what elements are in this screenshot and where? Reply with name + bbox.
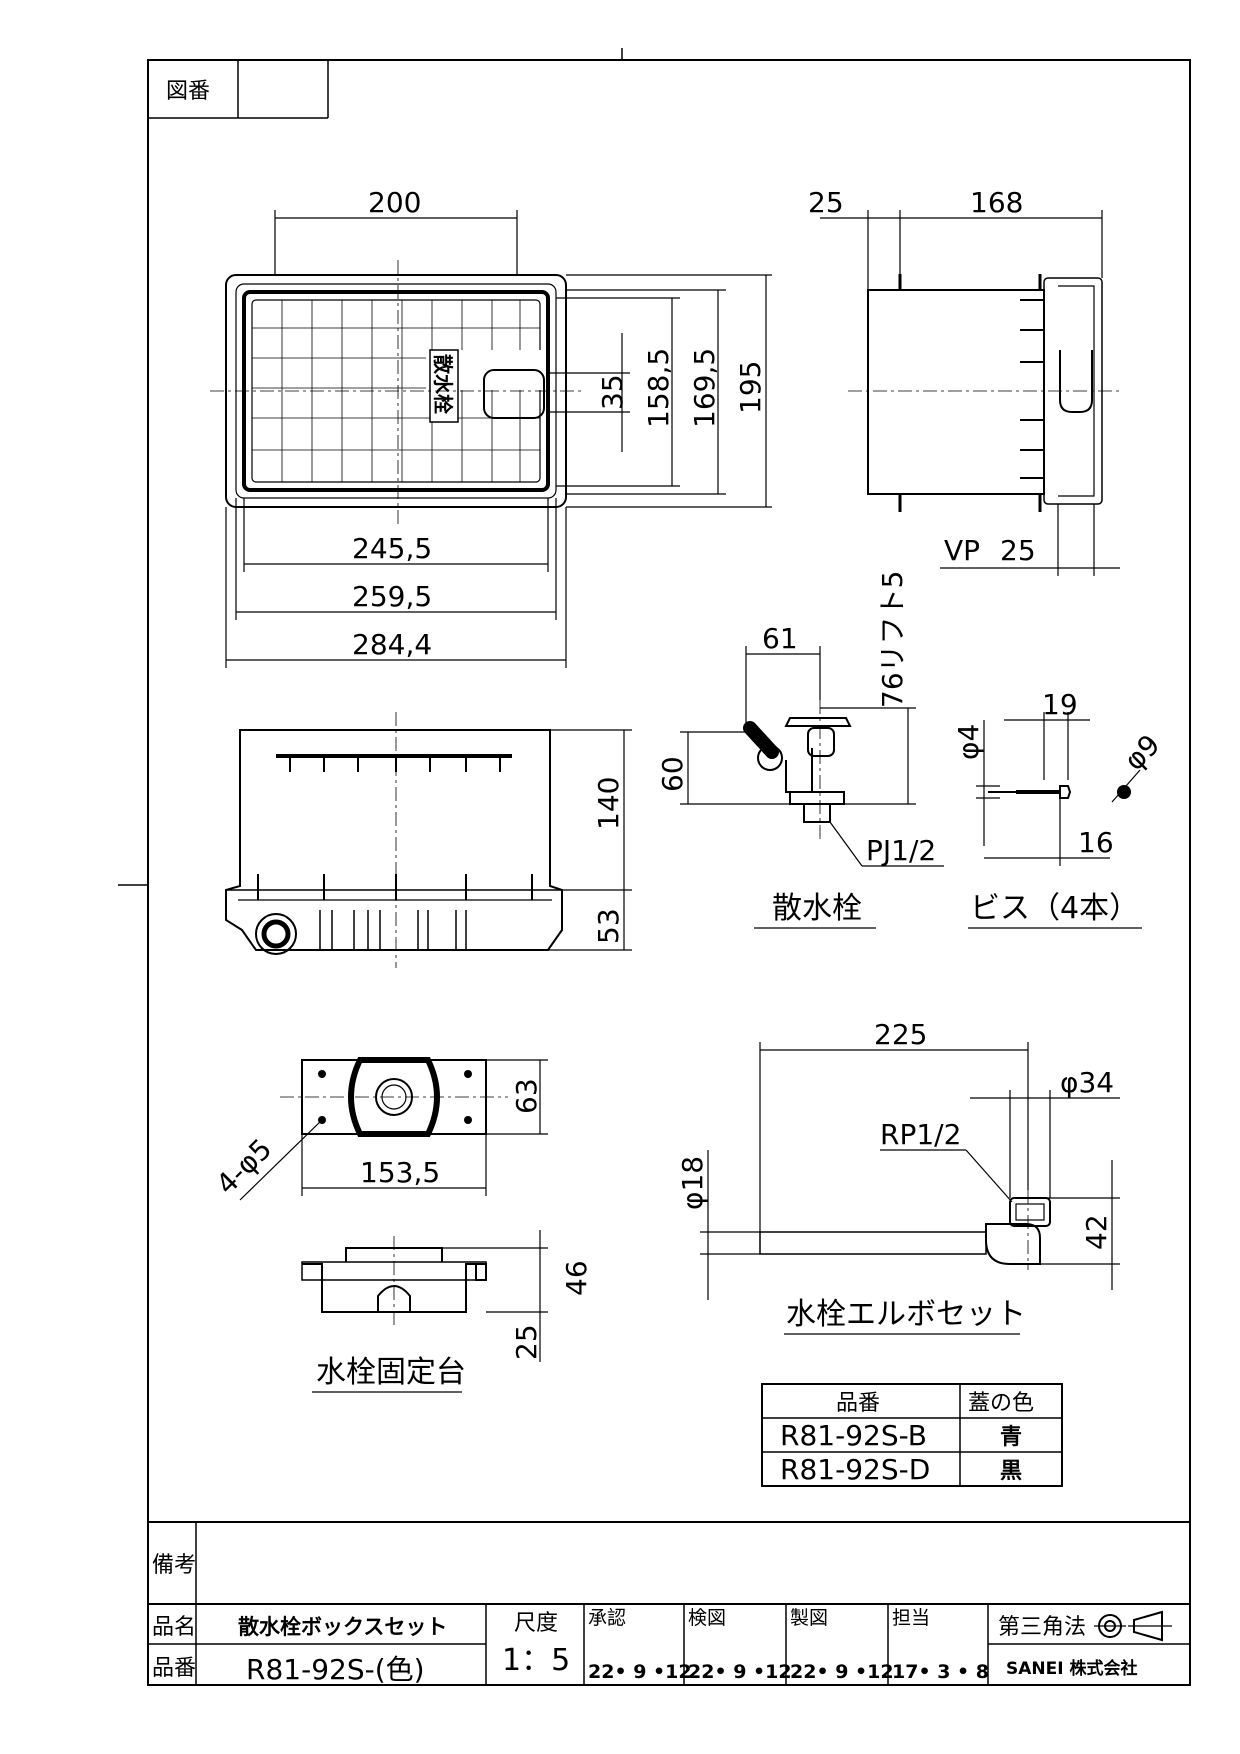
base-side-dimensions: 46 25 [442, 1230, 593, 1362]
check-label: 検図 [688, 1607, 726, 1629]
dim-front-h: 140 [592, 777, 625, 830]
base-side-view [301, 1236, 487, 1326]
dim-inner-h: 158,5 [642, 348, 675, 428]
check-date: 22• 9 •12 [688, 1661, 792, 1683]
dim-screw-len: 19 [1042, 688, 1078, 721]
dim-vp-size: 25 [1000, 534, 1036, 567]
dim-vp-label: VP [944, 534, 980, 567]
dim-opening-h: 35 [596, 374, 629, 410]
dim-elbow-thread: RP1/2 [880, 1118, 961, 1151]
dim-faucet-h: 60 [656, 756, 689, 792]
caption-elbow-set: 水栓エルボセット [786, 1297, 1026, 1332]
elbow-set-drawing [759, 1190, 1051, 1270]
dim-elbow-h: 42 [1080, 1214, 1113, 1250]
side-view [848, 274, 1120, 512]
product-no: R81-92S-(色) [246, 1653, 425, 1686]
elbow-set-dimensions: 225 φ34 RP1/2 φ18 42 [676, 1018, 1120, 1300]
charge-label: 担当 [892, 1607, 930, 1629]
screws-dimensions: φ4 19 φ9 16 [952, 688, 1167, 866]
variant-row-lid-color: 黒 [1000, 1459, 1022, 1484]
dim-top-width: 200 [368, 186, 421, 219]
approval-date: 22• 9 •12 [588, 1661, 692, 1683]
dim-elbow-dia: φ34 [1060, 1066, 1114, 1099]
dim-inner-width: 245,5 [352, 532, 432, 565]
projection-label: 第三角法 [998, 1615, 1086, 1640]
product-no-label: 品番 [152, 1656, 196, 1681]
dim-base-hole: 4-φ5 [210, 1132, 279, 1201]
base-top-view [280, 1057, 508, 1137]
dim-base-h: 63 [510, 1078, 543, 1114]
variant-table: 品番 蓋の色 R81-92S-B 青 R81-92S-D 黒 [761, 1383, 1063, 1487]
product-name-label: 品名 [152, 1615, 196, 1640]
dim-outer-h: 195 [734, 361, 767, 414]
drawn-date: 22• 9 •12 [790, 1661, 894, 1683]
variant-row-lid-color: 青 [1000, 1425, 1022, 1450]
dim-base-side-h: 46 [560, 1260, 593, 1296]
charge-date: 17• 3 • 8 [892, 1661, 989, 1683]
lid-mark-text: 散水栓 [431, 354, 455, 414]
dim-side-depth: 168 [970, 186, 1023, 219]
top-view-dimensions: 200 35 158,5 169,5 195 245,5 259,5 284,4 [225, 186, 772, 668]
caption-base: 水栓固定台 [316, 1355, 466, 1390]
caption-screws: ビス（4本） [970, 891, 1139, 926]
dim-mid-width: 259,5 [352, 580, 432, 613]
caption-faucet: 散水栓 [772, 891, 862, 926]
faucet-dimensions: 61 76リフト5 60 PJ1/2 [656, 571, 944, 867]
drawing-number-box: 図番 [148, 60, 329, 119]
dim-screw-thread: 16 [1078, 826, 1114, 859]
dim-base-w: 153,5 [360, 1156, 440, 1189]
top-view: 散水栓 [210, 260, 584, 525]
base-top-dimensions: 63 153,5 4-φ5 [210, 1059, 548, 1201]
third-angle-projection-icon [1094, 1610, 1172, 1642]
dim-faucet-offset: 61 [762, 622, 798, 655]
dim-screw-dia: φ4 [952, 724, 985, 760]
front-view [225, 712, 563, 968]
variant-row-product-no: R81-92S-B [780, 1419, 927, 1452]
front-view-dimensions: 140 53 [548, 729, 632, 951]
scale-label: 尺度 [514, 1611, 558, 1636]
side-view-dimensions: 25 168 VP 25 [808, 186, 1120, 576]
screws-drawing [988, 785, 1131, 799]
remarks-label: 備考 [152, 1553, 196, 1578]
drawing-no-label: 図番 [166, 79, 210, 104]
dim-side-flange: 25 [808, 186, 844, 219]
variant-header-product-no: 品番 [836, 1391, 880, 1416]
faucet-drawing [743, 700, 852, 840]
dim-mid-h: 169,5 [688, 348, 721, 428]
variant-header-lid-color: 蓋の色 [968, 1391, 1034, 1416]
variant-row-product-no: R81-92S-D [780, 1453, 930, 1486]
dim-elbow-len: 225 [874, 1018, 927, 1051]
approval-label: 承認 [588, 1607, 626, 1629]
dim-front-base: 53 [592, 908, 625, 944]
title-block: 備考 品名 散水栓ボックスセット 品番 R81-92S-(色) 尺度 1：5 承… [148, 1521, 1190, 1686]
scale-value: 1：5 [502, 1643, 570, 1678]
dim-outer-width: 284,4 [352, 628, 432, 661]
dim-screw-head: φ9 [1118, 728, 1167, 777]
drawn-label: 製図 [790, 1607, 828, 1629]
dim-faucet-thread: PJ1/2 [866, 834, 936, 867]
dim-base-side-foot: 25 [510, 1324, 543, 1360]
dim-pipe-dia: φ18 [676, 1156, 709, 1210]
company-name: SANEI 株式会社 [1006, 1658, 1137, 1679]
sheet-border [147, 59, 1191, 1686]
product-name: 散水栓ボックスセット [238, 1615, 447, 1639]
dim-faucet-lift: 76リフト5 [876, 571, 909, 708]
